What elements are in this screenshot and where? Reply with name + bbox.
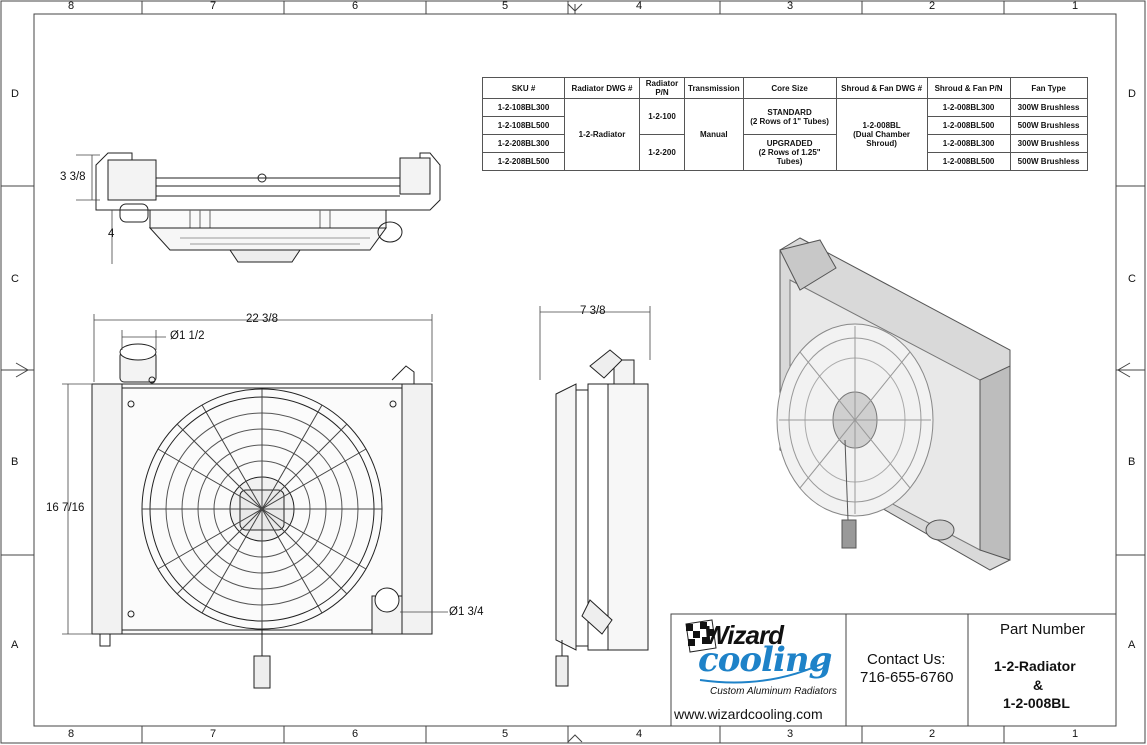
sku-cell: 1-2-108BL300: [482, 98, 565, 117]
grid-col-label: 7: [210, 0, 217, 12]
dimension-lines: [62, 154, 651, 635]
brand-logo-text: Wizard: [704, 620, 784, 650]
shroud-pn-cell: 1-2-008BL500: [926, 152, 1011, 171]
dimension-side-depth: 7 3/8: [580, 305, 606, 317]
title-block-frame: [670, 613, 1117, 727]
grid-col-label: 2: [929, 0, 936, 12]
header-shroud-pn: Shroud & Fan P/N: [926, 77, 1011, 99]
core-size-cell: STANDARD(2 Rows of 1" Tubes): [742, 98, 837, 135]
part-number-line: 1-2-008BL: [1003, 695, 1070, 711]
grid-col-label: 2: [929, 728, 936, 740]
header-fan-type: Fan Type: [1009, 77, 1088, 99]
grid-row-label: B: [11, 456, 19, 468]
dimension-inlet-diameter: Ø1 1/2: [170, 330, 205, 342]
header-core-size: Core Size: [742, 77, 837, 99]
part-number-line: 1-2-Radiator: [994, 658, 1076, 674]
fan-type-cell: 500W Brushless: [1009, 116, 1088, 135]
header-sku: SKU #: [482, 77, 565, 99]
checkered-flag-icon: [685, 619, 831, 684]
grid-col-label: 6: [352, 728, 359, 740]
brand-tagline: Custom Aluminum Radiators: [710, 686, 837, 697]
header-radiator-dwg: Radiator DWG #: [564, 77, 640, 99]
shroud-dwg-line: (Dual Chamber Shroud): [853, 130, 911, 148]
grid-row-label: A: [11, 639, 19, 651]
grid-col-label: 8: [68, 728, 75, 740]
fan-type-cell: 500W Brushless: [1009, 152, 1088, 171]
core-size-line: (2 Rows of 1" Tubes): [750, 116, 829, 126]
transmission-cell: Manual: [684, 98, 744, 171]
table-row: 1-2-208BL300 1-2-200 UPGRADED(2 Rows of …: [482, 134, 1088, 171]
radiator-pn-cell: 1-2-100: [639, 98, 685, 135]
front-view-drawing: [91, 343, 433, 689]
header-radiator-pn: Radiator P/N: [639, 77, 685, 99]
contact-phone: 716-655-6760: [860, 669, 954, 686]
grid-col-label: 3: [787, 728, 794, 740]
part-number-label: Part Number: [1000, 621, 1086, 638]
core-size-line: (2 Rows of 1.25" Tubes): [758, 148, 821, 166]
grid-col-label: 6: [352, 0, 359, 12]
header-shroud-dwg: Shroud & Fan DWG #: [835, 77, 928, 99]
sku-cell: 1-2-108BL500: [482, 116, 565, 135]
spec-table: SKU # Radiator DWG # Radiator P/N Transm…: [482, 77, 1088, 171]
grid-row-label: D: [1128, 88, 1136, 100]
core-size-line: UPGRADED: [766, 139, 813, 148]
radiator-pn-cell: 1-2-200: [639, 134, 685, 171]
core-size-cell: UPGRADED(2 Rows of 1.25" Tubes): [742, 134, 837, 171]
grid-col-label: 5: [502, 728, 509, 740]
shroud-pn-cell: 1-2-008BL300: [926, 134, 1011, 153]
grid-row-label: B: [1128, 456, 1136, 468]
shroud-pn-cell: 1-2-008BL500: [926, 116, 1011, 135]
fan-type-cell: 300W Brushless: [1009, 98, 1088, 117]
brand-logo-script: cooling: [698, 640, 832, 680]
grid-row-label: C: [1128, 273, 1136, 285]
part-number-line: &: [1033, 677, 1044, 693]
grid-col-label: 4: [636, 0, 643, 12]
dimension-outlet-diameter: Ø1 3/4: [449, 606, 484, 618]
grid-col-label: 4: [636, 728, 643, 740]
table-row: 1-2-108BL500 1-2-008BL500 500W Brushless: [482, 116, 1088, 135]
fan-type-cell: 300W Brushless: [1009, 134, 1088, 153]
grid-col-label: 5: [502, 0, 509, 12]
grid-row-label: D: [11, 88, 19, 100]
shroud-dwg-line: 1-2-008BL: [862, 121, 901, 130]
top-view-drawing: [95, 152, 441, 263]
dimension-top-height: 3 3/8: [60, 171, 86, 183]
grid-col-label: 1: [1072, 728, 1079, 740]
radiator-dwg-cell: 1-2-Radiator: [564, 98, 640, 171]
core-size-line: STANDARD: [767, 107, 812, 117]
grid-col-label: 8: [68, 0, 75, 12]
grid-row-label: A: [1128, 639, 1136, 651]
shroud-dwg-cell: 1-2-008BL(Dual Chamber Shroud): [835, 98, 928, 171]
grid-col-label: 7: [210, 728, 217, 740]
side-view-drawing: [555, 349, 649, 687]
sku-cell: 1-2-208BL300: [482, 134, 565, 153]
sku-cell: 1-2-208BL500: [482, 152, 565, 171]
table-row: 1-2-208BL500 1-2-008BL500 500W Brushless: [482, 152, 1088, 171]
center-markers: [15, 3, 1135, 743]
grid-row-label: C: [11, 273, 19, 285]
dimension-top-depth: 4: [108, 228, 115, 240]
shroud-pn-cell: 1-2-008BL300: [926, 98, 1011, 117]
dimension-width: 22 3/8: [246, 313, 278, 325]
grid-col-label: 3: [787, 0, 794, 12]
dimension-height: 16 7/16: [46, 502, 85, 514]
contact-label: Contact Us:: [867, 651, 946, 668]
grid-col-label: 1: [1072, 0, 1079, 12]
isometric-view-drawing: [776, 237, 1011, 571]
header-transmission: Transmission: [684, 77, 744, 99]
table-row: 1-2-108BL300 1-2-Radiator 1-2-100 Manual…: [482, 98, 1088, 171]
website-link[interactable]: www.wizardcooling.com: [674, 706, 823, 722]
